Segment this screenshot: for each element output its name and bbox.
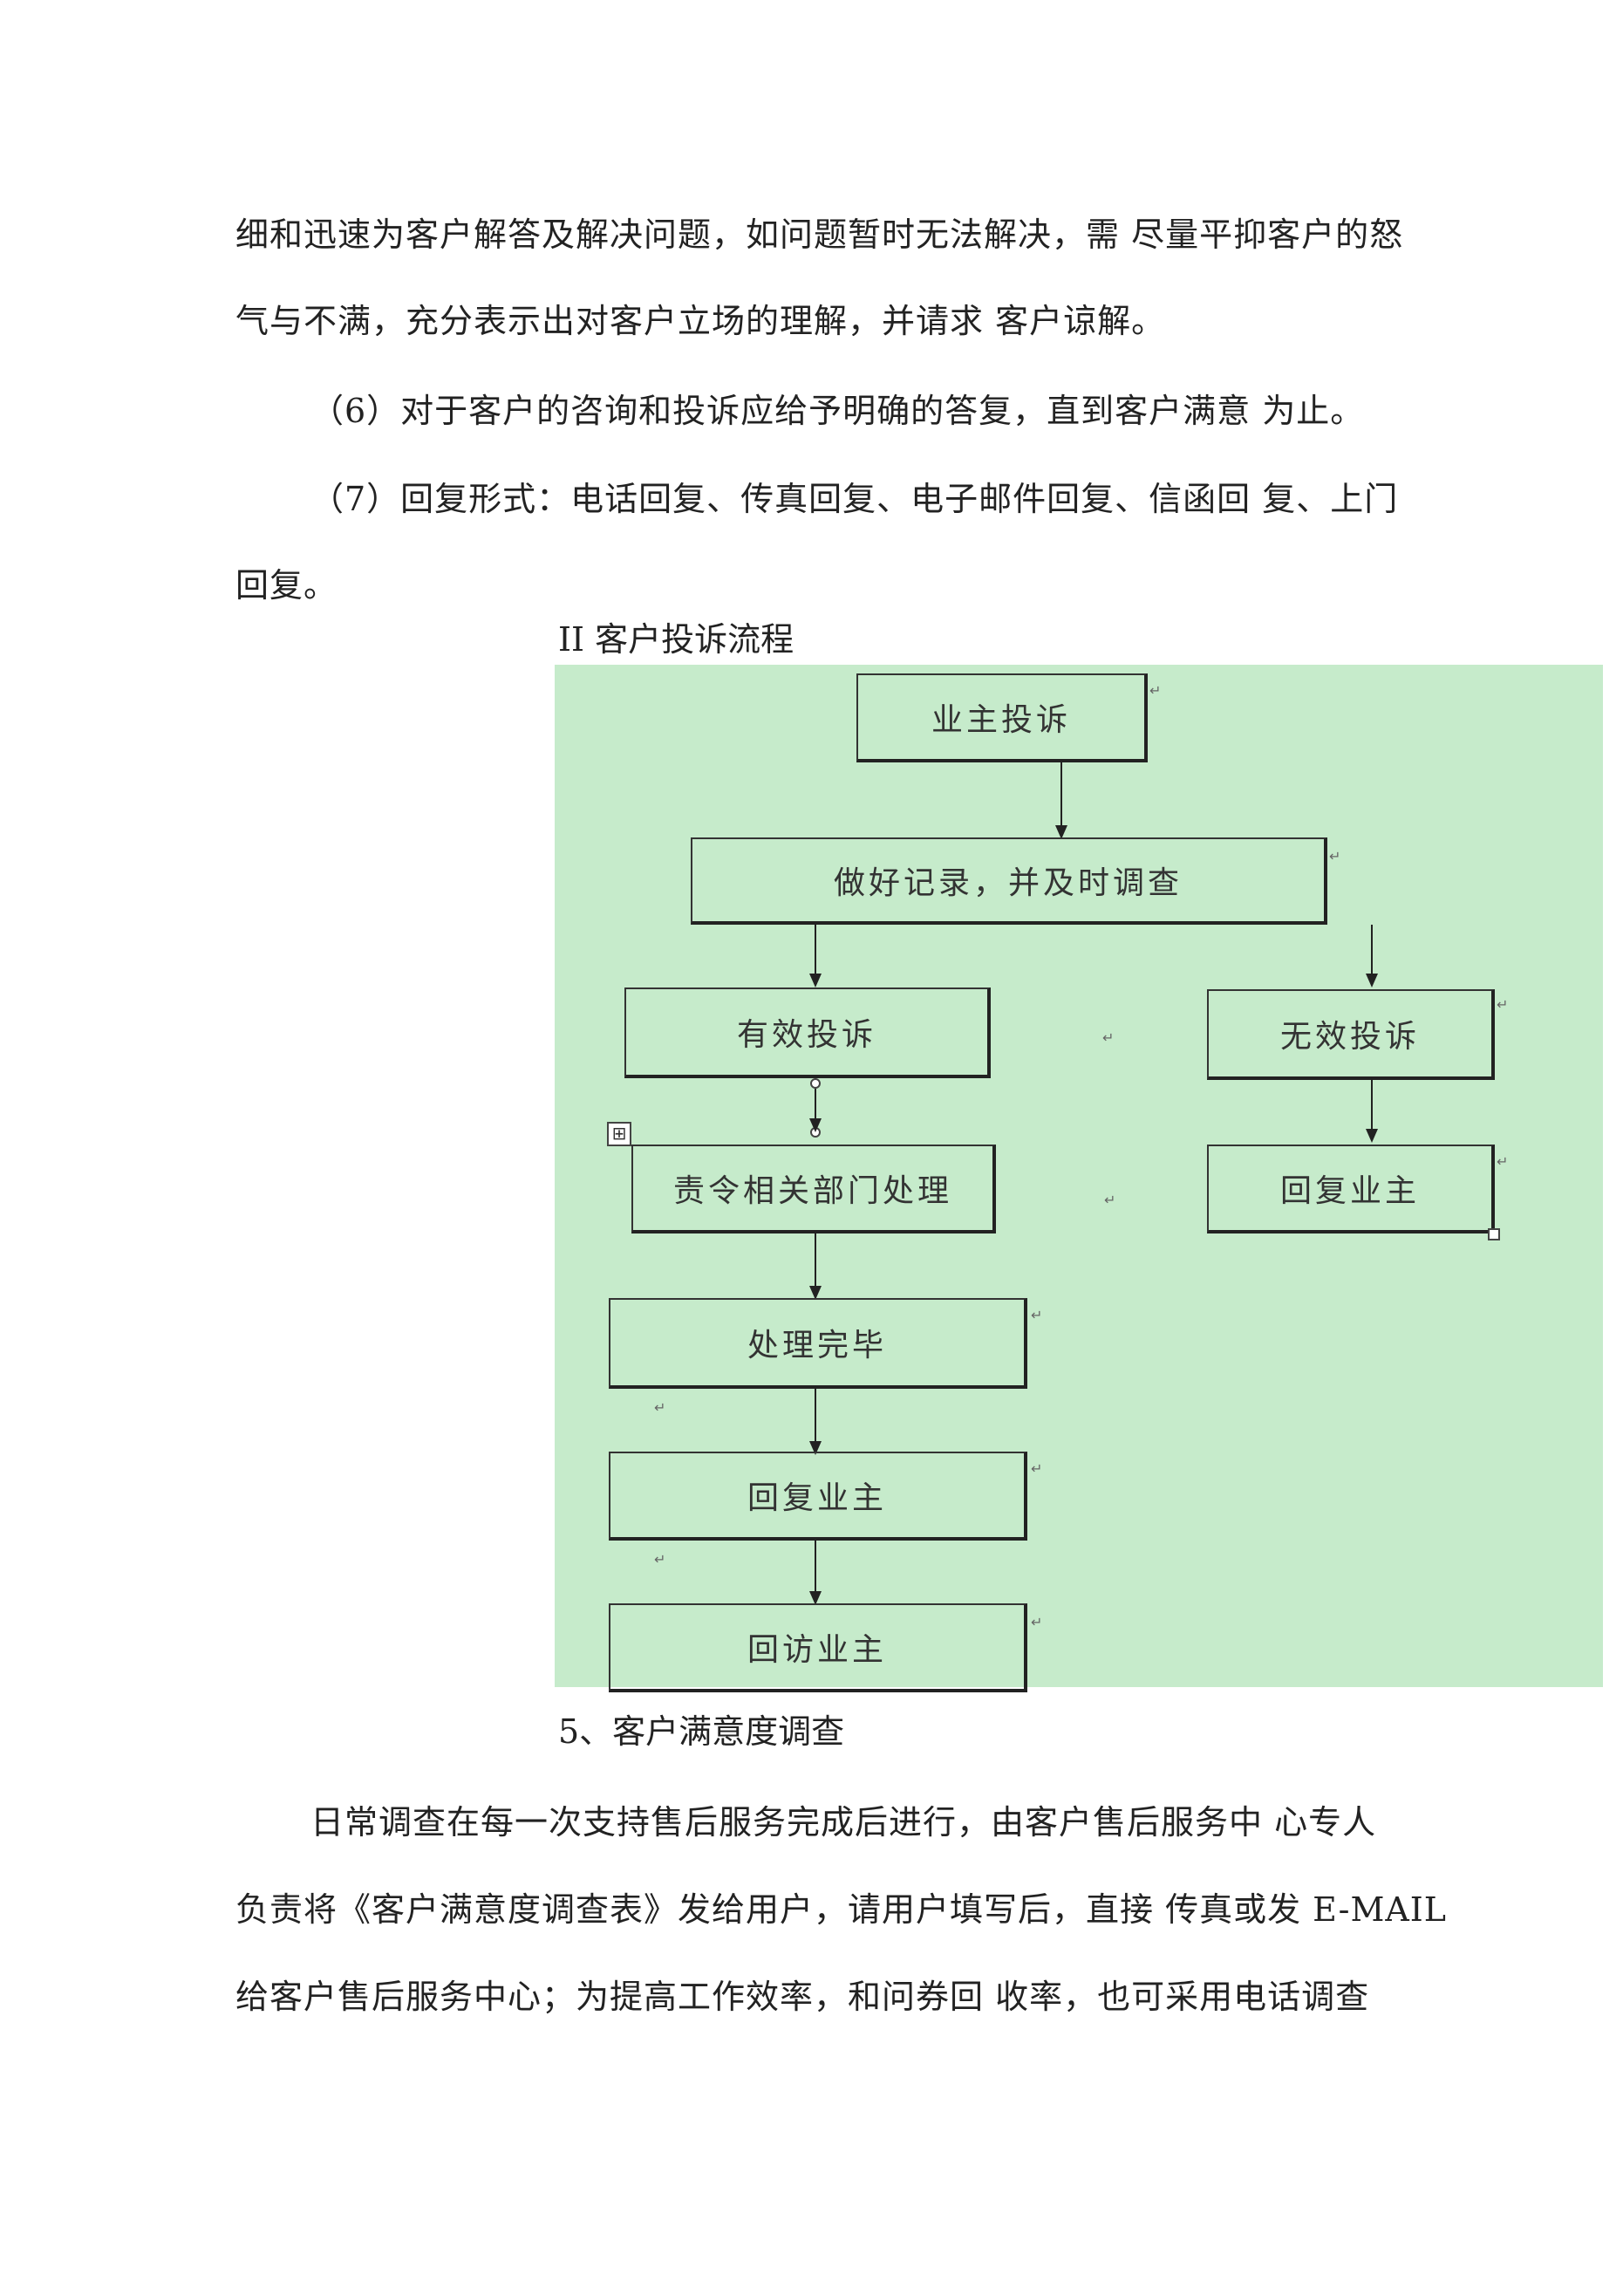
paragraph-mark: ↵ xyxy=(1497,996,1509,1013)
arrow-head xyxy=(809,1118,822,1132)
connector-handle[interactable] xyxy=(810,1078,821,1089)
flow-box-invalid: 无效投诉 xyxy=(1207,989,1495,1080)
flow-box-revisit: 回访业主 xyxy=(609,1603,1027,1692)
complaint-flowchart: 业主投诉 ↵ 做好记录，并及时调查 ↵ 有效投诉 ↵ 无效投诉 ↵ ⊞ 责令相关… xyxy=(555,665,1603,1692)
list-item-7: （7）回复形式：电话回复、传真回复、电子邮件回复、信函回 复、上门 xyxy=(310,480,1399,518)
flow-box-label: 责令相关部门处理 xyxy=(672,1173,952,1209)
arrow-head xyxy=(809,974,822,987)
flowchart-title: II 客户投诉流程 xyxy=(558,620,794,659)
paragraph-line: 细和迅速为客户解答及解决问题，如问题暂时无法解决，需 尽量平抑客户的怒 xyxy=(235,215,1404,254)
list-item-7-continued: 回复。 xyxy=(235,566,338,605)
flow-box-label: 回复业主 xyxy=(1279,1173,1420,1209)
table-move-icon[interactable]: ⊞ xyxy=(607,1122,631,1146)
arrow-line xyxy=(1060,762,1062,827)
paragraph-mark: ↵ xyxy=(1497,1153,1509,1170)
arrow-head xyxy=(1366,1129,1378,1143)
paragraph-mark: ↵ xyxy=(1149,682,1162,699)
flow-box-label: 做好记录，并及时调查 xyxy=(833,865,1183,901)
arrow-line xyxy=(1371,1080,1373,1131)
flow-box-done: 处理完毕 xyxy=(609,1298,1027,1389)
arrow-line xyxy=(815,1089,816,1124)
paragraph-mark: ↵ xyxy=(1104,1192,1116,1208)
flow-box-label: 业主投诉 xyxy=(931,702,1071,738)
arrow-line xyxy=(815,1233,816,1288)
paragraph-mark: ↵ xyxy=(1031,1460,1043,1477)
flow-box-complaint: 业主投诉 xyxy=(856,673,1148,762)
paragraph-mark: ↵ xyxy=(654,1399,666,1416)
list-item-6: （6）对于客户的咨询和投诉应给予明确的答复，直到客户满意 为止。 xyxy=(310,392,1365,430)
resize-handle[interactable] xyxy=(1488,1228,1500,1240)
paragraph-line: 日常调查在每一次支持售后服务完成后进行，由客户售后服务中 心专人 xyxy=(310,1803,1377,1842)
flow-box-label: 无效投诉 xyxy=(1279,1019,1420,1055)
flow-box-valid: 有效投诉 xyxy=(624,987,991,1078)
paragraph-mark: ↵ xyxy=(1329,848,1341,864)
paragraph-mark: ↵ xyxy=(1031,1307,1043,1323)
arrow-head xyxy=(809,1286,822,1300)
arrow-line xyxy=(815,1389,816,1443)
flow-box-label: 回访业主 xyxy=(747,1632,887,1668)
flow-box-reply: 回复业主 xyxy=(609,1452,1027,1541)
paragraph-mark: ↵ xyxy=(1102,1029,1115,1046)
arrow-line xyxy=(815,1541,816,1593)
arrow-head xyxy=(1055,825,1067,839)
paragraph-line: 气与不满，充分表示出对客户立场的理解，并请求 客户谅解。 xyxy=(235,302,1166,340)
arrow-head xyxy=(1366,974,1378,987)
flow-box-assign: 责令相关部门处理 xyxy=(631,1145,996,1233)
arrow-line xyxy=(815,925,816,975)
flow-box-label: 处理完毕 xyxy=(747,1328,887,1363)
paragraph-line: 给客户售后服务中心；为提高工作效率，和问券回 收率，也可采用电话调查 xyxy=(235,1978,1370,2016)
flow-box-label: 有效投诉 xyxy=(736,1017,876,1053)
flow-box-reply-right: 回复业主 xyxy=(1207,1145,1495,1233)
paragraph-mark: ↵ xyxy=(1031,1614,1043,1630)
section-5-title: 5、客户满意度调查 xyxy=(558,1712,845,1751)
flow-box-record: 做好记录，并及时调查 xyxy=(691,837,1327,925)
arrow-head xyxy=(809,1591,822,1605)
flow-box-label: 回复业主 xyxy=(747,1480,887,1516)
paragraph-line: 负责将《客户满意度调查表》发给用户，请用户填写后，直接 传真或发 E-MAIL xyxy=(235,1890,1448,1929)
arrow-line xyxy=(1371,925,1373,975)
paragraph-mark: ↵ xyxy=(654,1551,666,1568)
